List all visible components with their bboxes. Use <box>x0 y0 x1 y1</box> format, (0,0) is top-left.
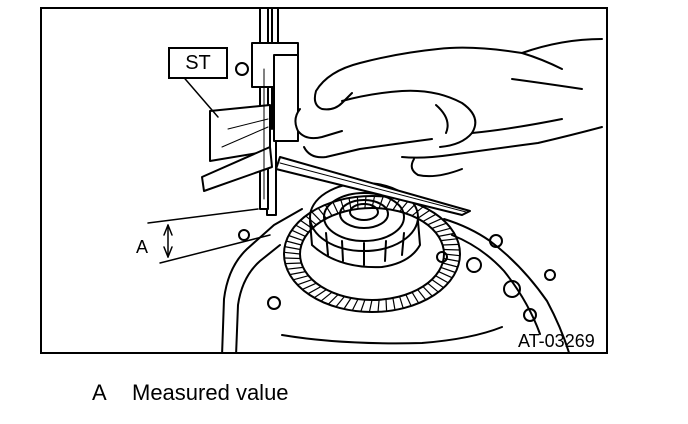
gear-tooth <box>286 266 304 270</box>
gear-tooth <box>417 209 431 219</box>
gear-tooth <box>392 198 401 211</box>
gear-tooth <box>368 299 373 313</box>
gear-tooth <box>443 253 461 257</box>
gear-tooth <box>283 257 301 260</box>
gear-tooth <box>351 298 359 312</box>
gear-tooth <box>442 243 460 246</box>
gear-tooth <box>399 295 404 309</box>
gear-tooth <box>434 275 449 284</box>
gear-tooth <box>320 291 333 302</box>
gear-tooth <box>283 251 301 255</box>
gear-tooth <box>443 248 461 251</box>
gear-tooth <box>443 257 460 262</box>
gear-tooth <box>335 295 345 308</box>
hand <box>294 38 603 178</box>
st-label: ST <box>168 47 228 79</box>
gear-tooth <box>307 285 322 295</box>
gear-tooth <box>291 229 307 237</box>
dimension-a-label: A <box>136 237 149 257</box>
gear-tooth <box>332 201 339 214</box>
gear-tooth <box>440 266 456 274</box>
depth-gauge <box>201 9 299 216</box>
gear-tooth <box>417 289 427 301</box>
straight-edge <box>275 156 471 216</box>
figure-code: AT-03269 <box>518 331 595 351</box>
gear-tooth <box>360 299 366 313</box>
gear-tooth <box>431 279 445 289</box>
gear-tooth <box>437 232 455 237</box>
gear-tooth <box>313 289 327 299</box>
gear-tooth <box>434 227 452 233</box>
gear-tooth <box>405 294 412 307</box>
gear-tooth <box>327 294 339 305</box>
gear-tooth <box>295 224 310 233</box>
gear-tooth <box>288 234 304 242</box>
st-leader <box>179 72 219 118</box>
gear-tooth <box>440 238 458 242</box>
transmission-case <box>221 208 570 352</box>
gear-tooth <box>292 275 310 281</box>
gear-tooth <box>385 298 388 312</box>
legend: A Measured value <box>92 380 289 406</box>
legend-text: Measured value <box>132 380 289 405</box>
gear-tooth <box>422 213 437 223</box>
gear-tooth <box>377 299 380 313</box>
legend-key: A <box>92 380 107 405</box>
gear-tooth <box>356 196 359 210</box>
gear-tooth <box>392 297 396 311</box>
gear-tooth <box>289 271 307 276</box>
gear-tooth <box>364 195 367 209</box>
gear-tooth <box>427 282 439 293</box>
gear-teeth <box>283 195 461 313</box>
gear-tooth <box>431 222 448 229</box>
gear-tooth <box>343 297 352 310</box>
dimension-a <box>147 208 271 264</box>
gear-tooth <box>285 240 302 246</box>
gear-tooth <box>411 291 420 304</box>
gear-tooth <box>311 211 322 223</box>
gear-tooth <box>284 262 302 265</box>
gear-tooth <box>442 262 459 268</box>
gauge-illustration <box>147 9 603 352</box>
gear-tooth <box>437 271 453 279</box>
gear-tooth <box>422 285 433 297</box>
gear-tooth <box>284 246 301 251</box>
gear-tooth <box>301 282 317 290</box>
ring-gear <box>283 195 461 313</box>
gear-tooth <box>296 279 313 286</box>
gear-tooth <box>340 199 345 213</box>
gear-tooth <box>324 204 333 217</box>
illustration-frame: ST A AT-03269 <box>40 7 608 354</box>
gear-tooth <box>378 195 384 209</box>
gear-tooth <box>399 200 409 213</box>
gear-tooth <box>427 218 443 226</box>
